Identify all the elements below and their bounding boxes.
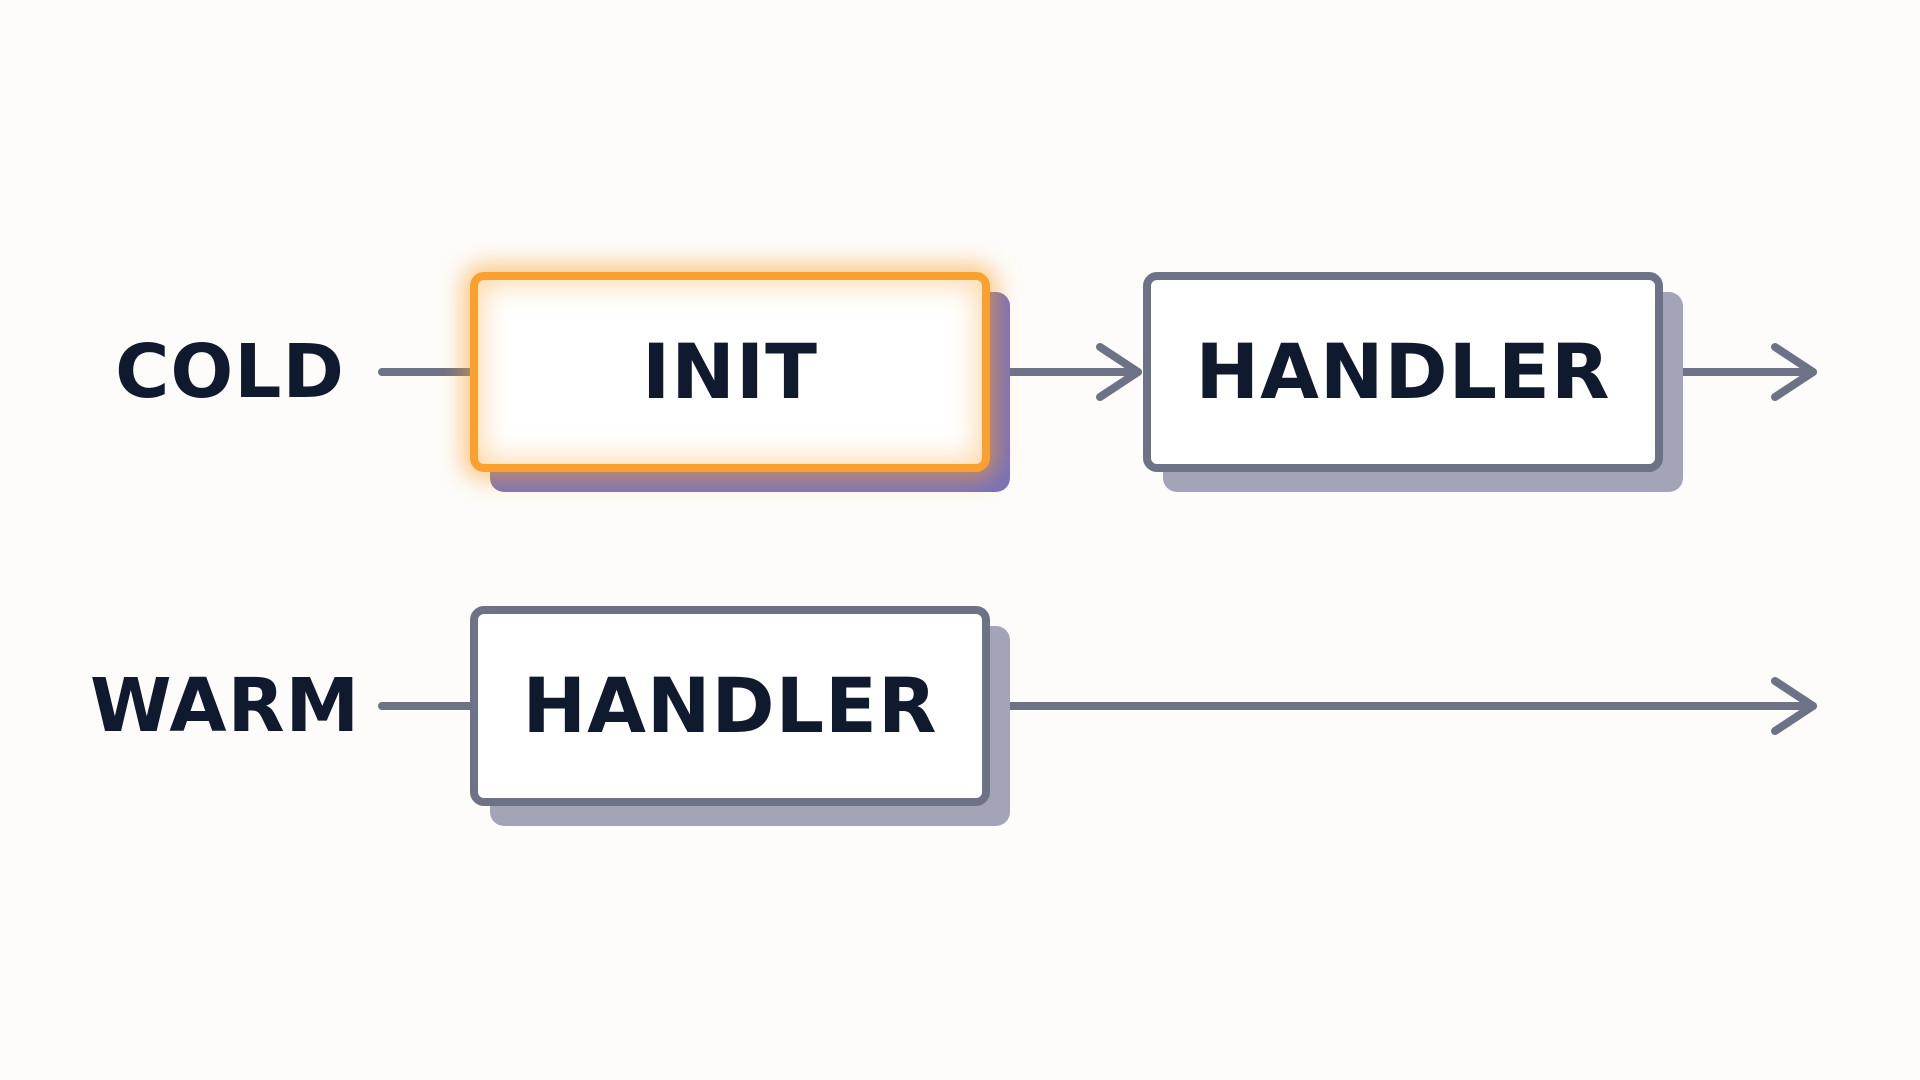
- cold-row-label: COLD: [115, 329, 345, 415]
- cold-output-arrowhead: [1771, 343, 1817, 401]
- cold-handler-box-label: HANDLER: [1195, 327, 1611, 416]
- cold-init-box: INIT: [470, 272, 990, 472]
- cold-handler-box: HANDLER: [1143, 272, 1663, 472]
- cold-init-box-label: INIT: [641, 327, 818, 416]
- warm-handler-box-label: HANDLER: [522, 661, 938, 750]
- warm-output-arrowhead: [1771, 677, 1817, 735]
- cold-init-to-handler-arrowhead: [1096, 343, 1142, 401]
- warm-row-label: WARM: [90, 663, 361, 749]
- warm-handler-box: HANDLER: [470, 606, 990, 806]
